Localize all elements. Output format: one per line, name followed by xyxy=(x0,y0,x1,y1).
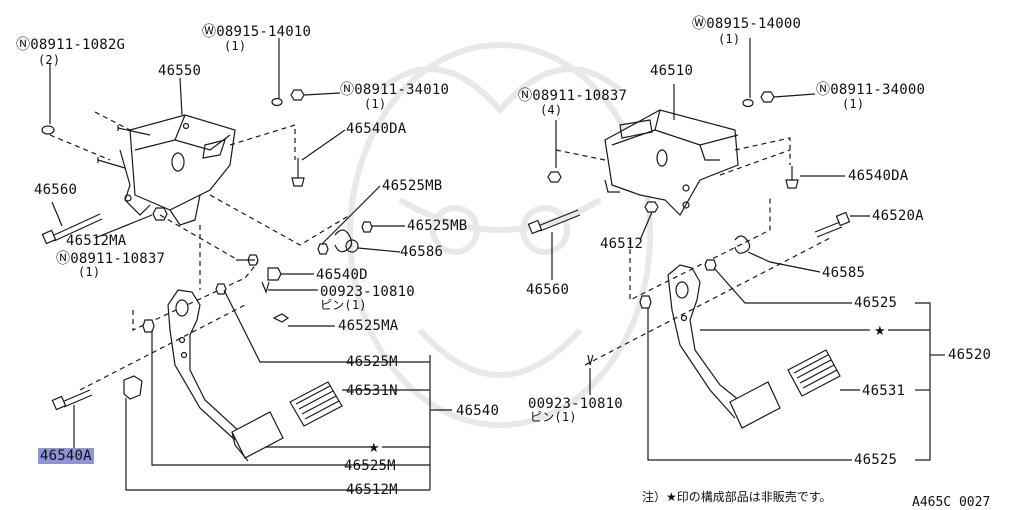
label-46512M: 46512M xyxy=(346,482,398,498)
label-46525MB-b: 46525MB xyxy=(407,218,468,234)
highlighted-part-number[interactable]: 46540A xyxy=(38,448,94,464)
label-46540DA-right: 46540DA xyxy=(848,168,909,184)
qty-08911-34010: (1) xyxy=(364,97,387,111)
bolt-46560-left xyxy=(41,213,103,245)
bracket-46550 xyxy=(119,114,236,226)
label-46550: 46550 xyxy=(158,63,202,79)
label-46520A: 46520A xyxy=(872,208,924,224)
label-46531N: 46531N xyxy=(346,383,398,399)
star-mark-left: ★ xyxy=(368,441,380,456)
drawing-code: A465C 0027 xyxy=(912,495,991,510)
label-46510: 46510 xyxy=(650,63,694,79)
label-08911-10837-left: Ⓝ08911-10837 xyxy=(56,251,166,267)
footnote: 注）★印の構成部品は非販売です。 xyxy=(642,490,832,504)
label-46540: 46540 xyxy=(456,403,500,419)
label-46540DA-left: 46540DA xyxy=(346,121,407,137)
label-00923-10810-right: 00923-10810 xyxy=(528,396,623,412)
label-46525M-b: 46525M xyxy=(344,458,396,474)
bracket-46510 xyxy=(604,109,739,216)
label-46560-left: 46560 xyxy=(34,182,78,198)
label-pin-left: ピン(1) xyxy=(320,298,367,312)
pad-46531 xyxy=(787,349,841,397)
qty-08911-10837-right: (4) xyxy=(540,103,563,117)
watermark-emblem xyxy=(347,42,653,428)
label-46540D: 46540D xyxy=(316,267,368,283)
qty-08911-10837-left: (1) xyxy=(78,265,101,279)
label-46586: 46586 xyxy=(400,244,444,260)
label-08911-1082G: Ⓝ08911-1082G xyxy=(16,37,126,53)
label-46525-b: 46525 xyxy=(854,452,898,468)
label-46525MB-a: 46525MB xyxy=(382,178,443,194)
star-mark-right: ★ xyxy=(874,324,886,339)
label-08915-14000: Ⓦ08915-14000 xyxy=(692,16,802,32)
label-46560-right: 46560 xyxy=(526,282,570,298)
qty-08915-14010: (1) xyxy=(224,39,247,53)
label-46531: 46531 xyxy=(862,383,906,399)
label-46512: 46512 xyxy=(600,236,644,252)
pedal-46520 xyxy=(667,264,781,429)
qty-08911-1082G: (2) xyxy=(38,53,61,67)
label-08911-10837-right: Ⓝ08911-10837 xyxy=(518,88,628,104)
qty-08915-14000: (1) xyxy=(718,32,741,46)
pedal-46540 xyxy=(167,289,284,462)
label-46512MA: 46512MA xyxy=(66,233,127,249)
pad-46531N xyxy=(289,381,343,427)
label-46585: 46585 xyxy=(822,265,866,281)
label-08911-34000: Ⓝ08911-34000 xyxy=(816,82,926,98)
label-46540A[interactable]: 46540A xyxy=(38,448,94,464)
label-46520: 46520 xyxy=(948,347,992,363)
label-08915-14010: Ⓦ08915-14010 xyxy=(202,24,312,40)
label-46525MA: 46525MA xyxy=(338,318,399,334)
label-00923-10810-left: 00923-10810 xyxy=(320,284,415,300)
label-pin-right: ピン(1) xyxy=(530,410,577,424)
label-46525-a: 46525 xyxy=(854,295,898,311)
qty-08911-34000: (1) xyxy=(842,97,865,111)
label-46525M-a: 46525M xyxy=(346,354,398,370)
label-08911-34010: Ⓝ08911-34010 xyxy=(340,82,450,98)
